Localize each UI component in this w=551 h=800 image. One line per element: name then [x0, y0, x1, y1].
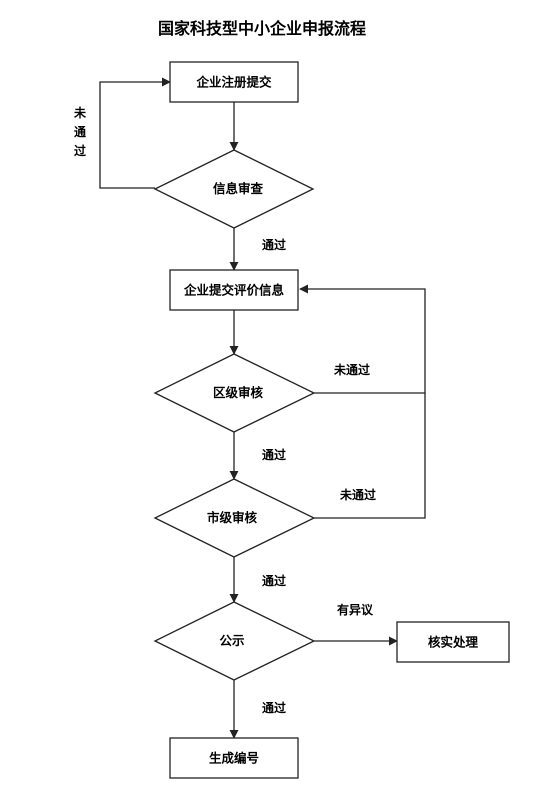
node-info-review: 信息审查 — [153, 149, 315, 229]
node-verify: 核实处理 — [396, 621, 510, 663]
node-district-review: 区级审核 — [153, 353, 316, 433]
label-publicity-pass: 通过 — [262, 700, 286, 715]
label-info-fail: 未 通 过 — [73, 105, 86, 158]
node-register: 企业注册提交 — [169, 61, 299, 103]
node-info-review-label: 信息审查 — [213, 181, 264, 196]
node-verify-label: 核实处理 — [428, 635, 479, 650]
connectors — [99, 77, 426, 739]
node-city-review-label: 市级审核 — [207, 510, 258, 525]
arrow-review-fail-loop — [299, 284, 426, 394]
label-city-fail: 未通过 — [339, 487, 376, 502]
node-register-label: 企业注册提交 — [195, 75, 272, 90]
node-submit-eval-label: 企业提交评价信息 — [183, 283, 285, 298]
node-city-review: 市级审核 — [153, 478, 316, 558]
label-info-fail-char-3: 过 — [74, 143, 86, 158]
label-objection: 有异议 — [337, 602, 374, 617]
label-city-pass: 通过 — [262, 573, 286, 588]
label-district-fail: 未通过 — [333, 362, 370, 377]
arrow-info-fail-loop — [99, 77, 171, 189]
node-publicity: 公示 — [153, 601, 316, 681]
node-district-review-label: 区级审核 — [213, 385, 264, 400]
label-info-fail-char-1: 未 — [73, 105, 86, 120]
node-generate-id-label: 生成编号 — [209, 751, 259, 766]
label-district-pass: 通过 — [262, 447, 286, 462]
line-city-fail — [314, 393, 426, 519]
label-info-fail-char-2: 通 — [74, 124, 86, 139]
node-submit-eval: 企业提交评价信息 — [169, 269, 299, 311]
node-generate-id: 生成编号 — [169, 737, 299, 779]
node-publicity-label: 公示 — [219, 633, 245, 648]
page-title: 国家科技型中小企业申报流程 — [158, 19, 366, 38]
label-info-pass: 通过 — [262, 237, 286, 252]
